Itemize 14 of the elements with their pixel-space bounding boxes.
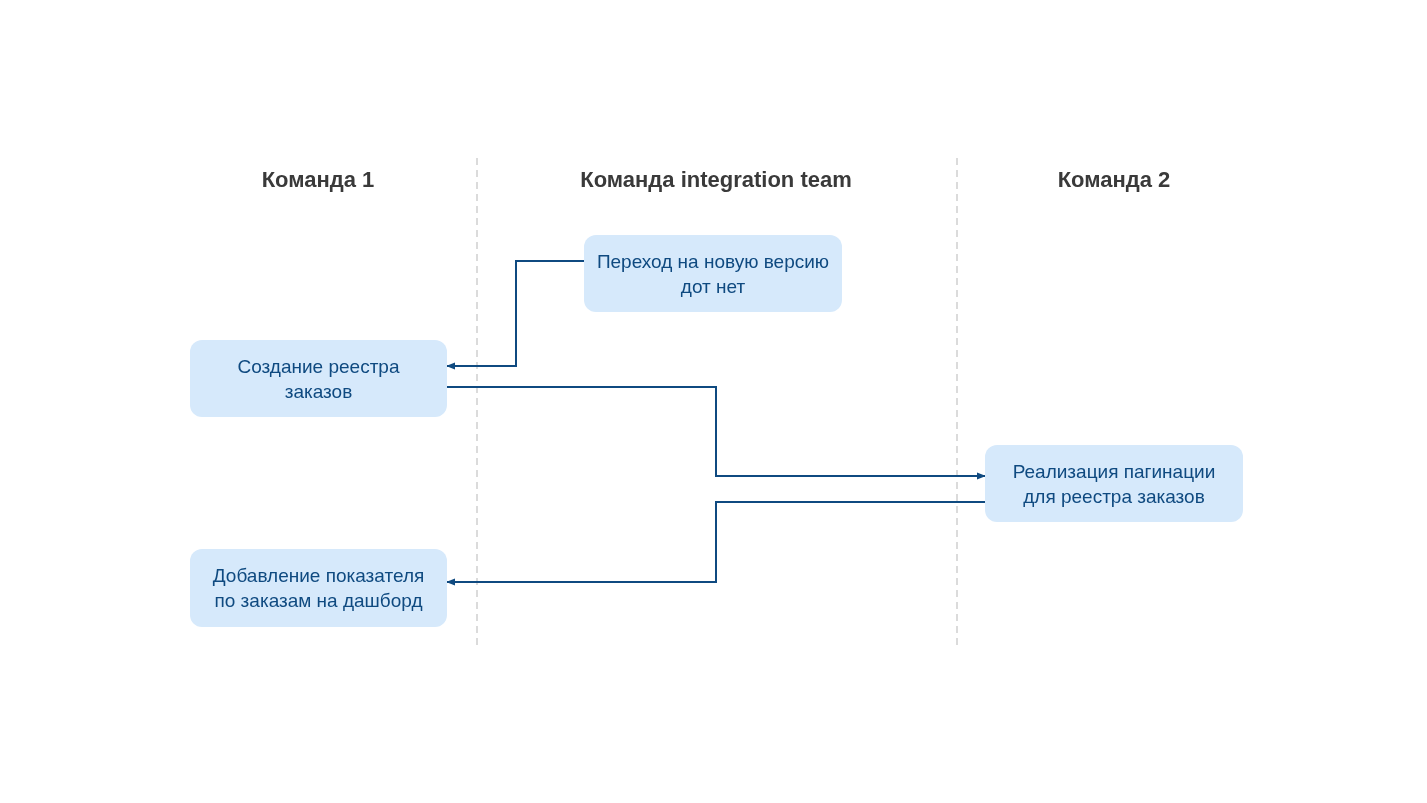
lane-heading: Команда 2 [1057,167,1171,192]
lane-heading: Команда 1 [261,167,375,192]
arrow [446,501,986,586]
process-box [584,235,842,312]
process-box [190,340,447,417]
arrow [446,386,986,480]
process-box [985,445,1243,522]
arrow [446,260,585,370]
process-box [190,549,447,627]
lane-heading: Команда integration team [580,167,852,192]
box-text: Добавление показателя по заказам на дашборд [211,564,426,613]
box-text: Переход на новую версию дот нет [596,249,830,299]
box-text: Реализация пагинации для реестра заказов [1011,459,1217,509]
box-text: Создание реестра заказов [236,354,401,404]
